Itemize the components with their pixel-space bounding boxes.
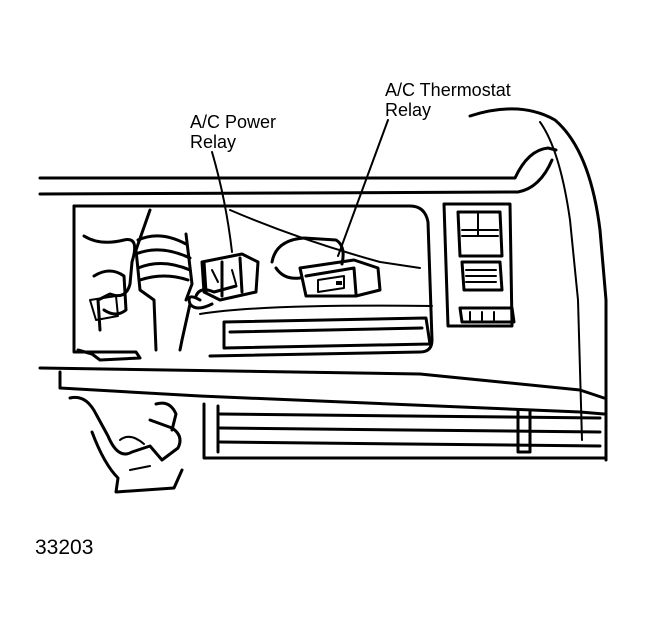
lower-left-bracket-leg — [90, 401, 184, 494]
duct-body — [134, 208, 194, 352]
dash-inner-rim — [539, 121, 583, 441]
left-strap — [89, 295, 119, 321]
lower-grille — [202, 402, 606, 460]
wire-loop — [194, 284, 238, 298]
power-relay-callout-line1: A/C Power — [190, 112, 277, 132]
cavity-trim-bar — [222, 316, 432, 350]
cavity-top — [72, 204, 434, 358]
cavity-inner-line — [229, 209, 421, 269]
power-relay-callout: A/C Power Relay — [190, 112, 276, 152]
left-bracket — [82, 234, 137, 332]
thermostat-relay-callout-line2: Relay — [385, 100, 432, 120]
right-vent-panel — [442, 202, 516, 328]
thermostat-relay-callout-line1: A/C Thermostat — [385, 80, 511, 100]
dash-lower-surface — [38, 366, 606, 400]
thermostat-relay-leader — [337, 119, 389, 257]
left-hose — [92, 269, 128, 316]
figure-number: 33203 — [35, 536, 94, 559]
wire-harness — [178, 295, 214, 352]
coiled-duct — [134, 234, 192, 282]
cavity-floor — [199, 304, 433, 315]
power-relay-callout-line2: Relay — [190, 132, 237, 152]
power-relay — [200, 252, 260, 302]
thermostat-relay — [270, 236, 382, 298]
dash-upper-rim — [38, 158, 554, 196]
cavity-outline — [72, 204, 142, 362]
lower-left-bracket-detail — [119, 435, 151, 471]
power-relay-leader — [211, 151, 233, 253]
dash-right-contour — [468, 107, 608, 462]
thermostat-relay-callout: A/C Thermostat Relay — [385, 80, 511, 120]
dash-top-edge — [38, 146, 558, 180]
dash-bottom-edge — [58, 370, 606, 416]
lower-left-bracket — [68, 395, 182, 462]
